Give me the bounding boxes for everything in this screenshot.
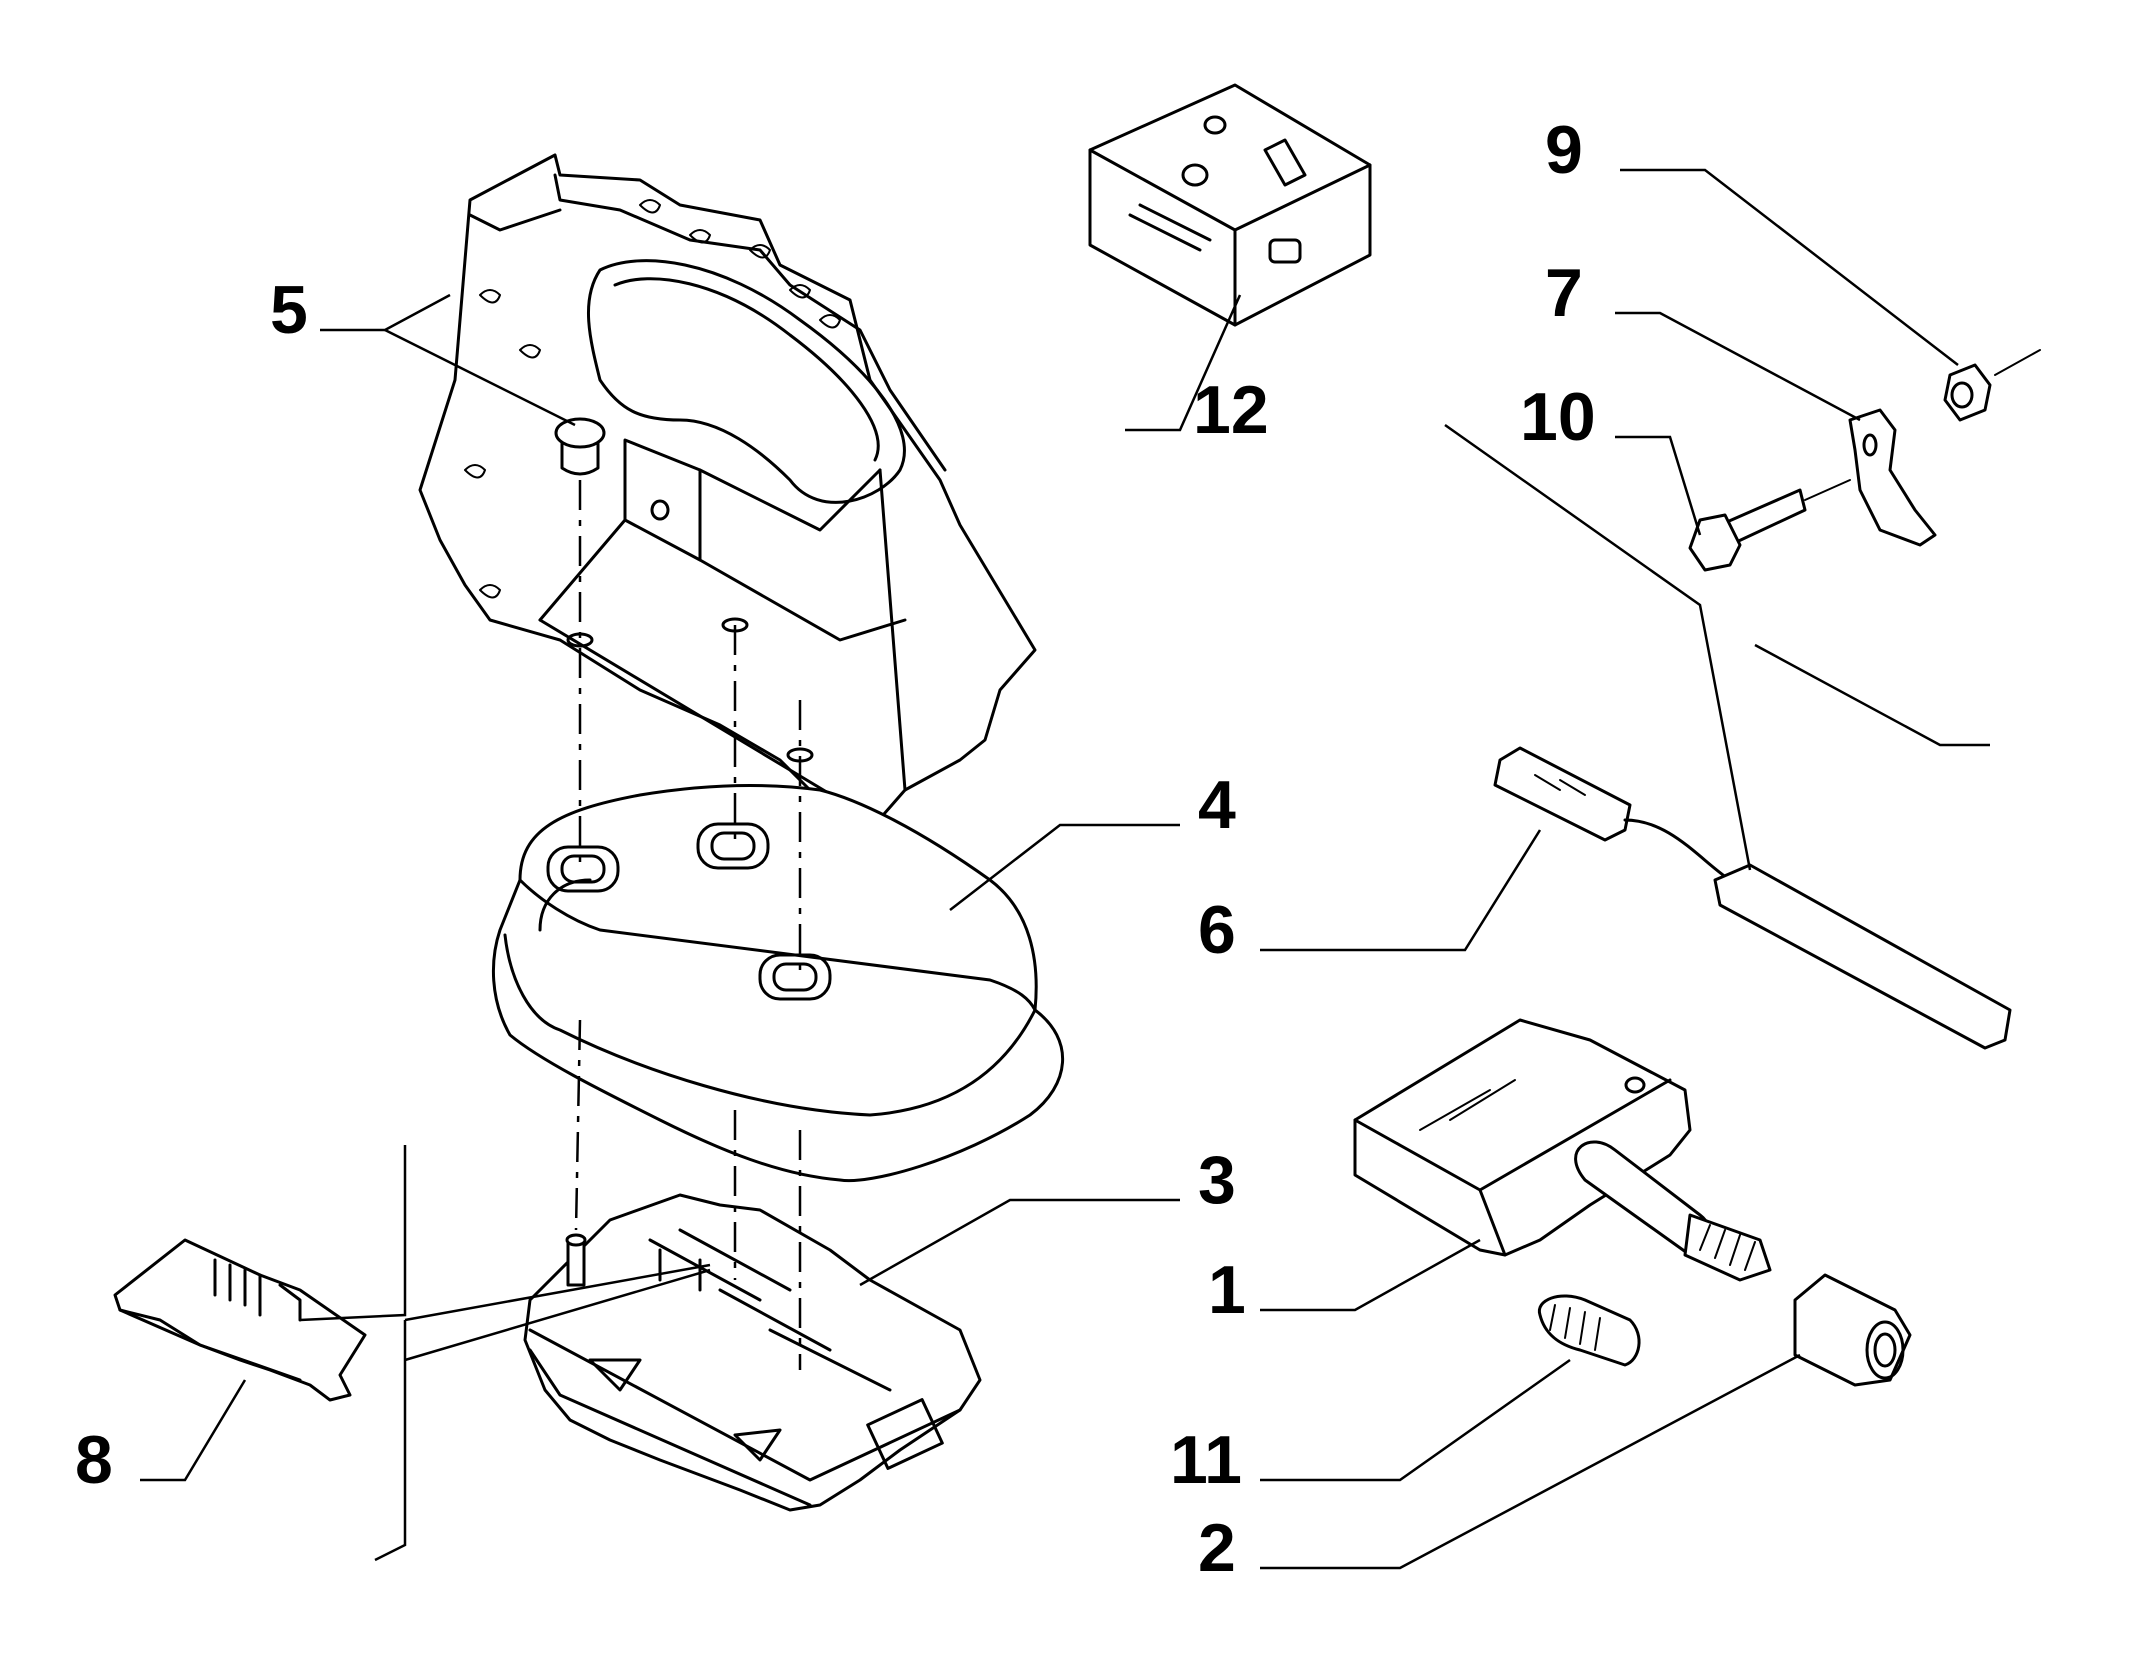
callout-8: 8 bbox=[75, 1422, 113, 1498]
valve-kit-box bbox=[1088, 83, 1372, 327]
valve-core bbox=[1537, 1294, 1641, 1367]
callout-6: 6 bbox=[1198, 892, 1236, 968]
callout-2: 2 bbox=[1198, 1510, 1236, 1586]
bolt bbox=[1688, 479, 1851, 572]
callout-5: 5 bbox=[270, 272, 308, 348]
leader-lines bbox=[140, 168, 1959, 1570]
tpms-sensor bbox=[1353, 1018, 1772, 1282]
callout-12: 12 bbox=[1193, 372, 1269, 448]
control-unit-cover bbox=[492, 783, 1065, 1183]
nut bbox=[1943, 349, 2041, 422]
callout-11: 11 bbox=[1170, 1422, 1242, 1498]
antenna-cable bbox=[1444, 423, 2012, 1050]
callout-9: 9 bbox=[1545, 112, 1583, 188]
callout-7: 7 bbox=[1545, 255, 1583, 331]
callout-10: 10 bbox=[1520, 379, 1596, 455]
connector-clip bbox=[113, 1145, 407, 1562]
callout-1: 1 bbox=[1208, 1252, 1246, 1328]
p-clip bbox=[1848, 408, 1937, 547]
callout-3: 3 bbox=[1198, 1142, 1236, 1218]
mounting-bracket bbox=[418, 153, 1037, 832]
callout-4: 4 bbox=[1198, 767, 1236, 843]
control-unit bbox=[523, 1193, 982, 1512]
valve-cap bbox=[1793, 1273, 1912, 1387]
callout-numbers: 5 12 9 7 10 4 6 3 1 11 2 8 bbox=[75, 112, 1596, 1586]
alignment-lines bbox=[574, 480, 802, 1370]
